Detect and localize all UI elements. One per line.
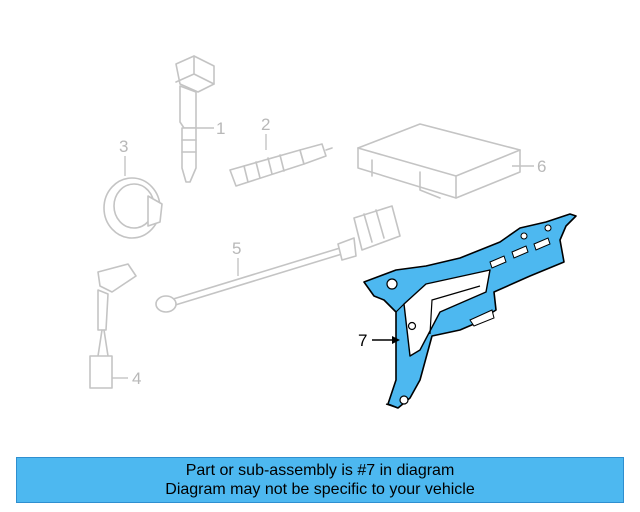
control-module-part: [357, 123, 534, 199]
banner-line-2: Diagram may not be specific to your vehi…: [165, 481, 475, 498]
parts-diagram: 1 2 3 4 5 6: [89, 55, 577, 409]
mounting-bracket-part: [363, 213, 577, 409]
ignition-coil-part: [175, 55, 215, 183]
callout-5: 5: [232, 239, 241, 258]
callout-2: 2: [261, 115, 270, 134]
callout-4: 4: [132, 369, 141, 388]
info-banner: Part or sub-assembly is #7 in diagram Di…: [16, 457, 624, 503]
banner-line-1: Part or sub-assembly is #7 in diagram: [185, 462, 455, 479]
wire-harness-part: [155, 205, 401, 313]
callout-6: 6: [537, 157, 546, 176]
spark-plug-part: [229, 134, 333, 187]
callout-7: 7: [358, 331, 367, 350]
leader-7: [372, 336, 400, 344]
mounting-bracket-shape: [363, 213, 577, 409]
speed-sensor-part: [89, 263, 137, 389]
callout-1: 1: [216, 119, 225, 138]
sensor-cap-part: [103, 156, 163, 239]
callout-3: 3: [119, 137, 128, 156]
